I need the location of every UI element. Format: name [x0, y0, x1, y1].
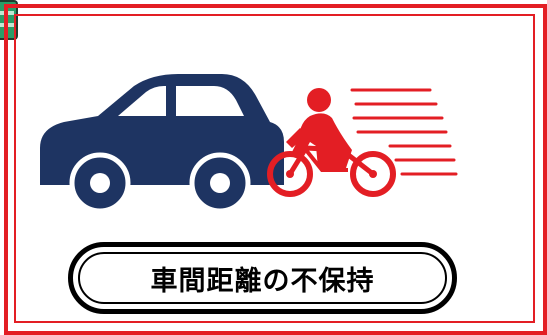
motorcycle-rider-icon [267, 88, 396, 197]
caption-pill: 車間距離の不保持 [68, 242, 457, 314]
caption-pill-inner: 車間距離の不保持 [78, 252, 447, 304]
sign-inner-frame [14, 14, 535, 323]
sign-outer-frame [4, 4, 547, 335]
car-icon [40, 74, 284, 214]
speed-lines-icon [350, 88, 458, 176]
sign-caption: 車間距離の不保持 [150, 265, 375, 297]
